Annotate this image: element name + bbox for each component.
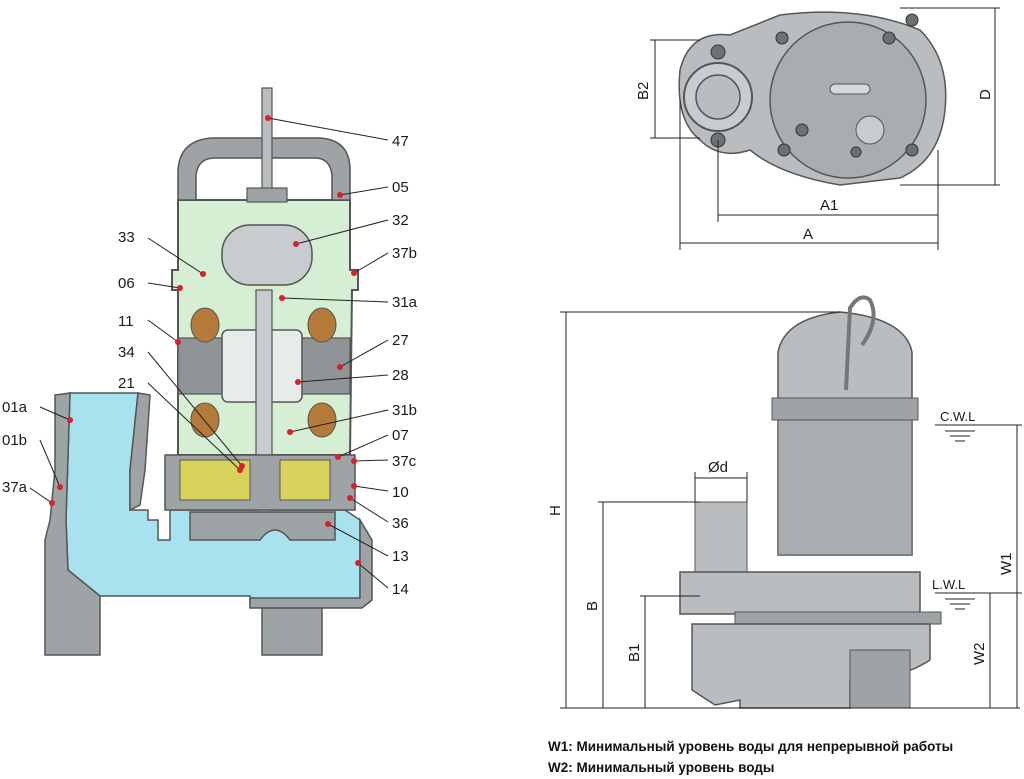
- part-label-11: 11: [118, 313, 134, 330]
- part-label-21: 21: [118, 375, 135, 392]
- impeller: [189, 511, 336, 541]
- leader-lines: [29, 117, 389, 589]
- part-label-32: 32: [392, 212, 409, 229]
- pump-head-side: [679, 571, 921, 615]
- part-label-28: 28: [392, 367, 409, 384]
- part-label-14: 14: [392, 581, 409, 598]
- coil-lower-right: [307, 402, 337, 438]
- dim-label-w2: W2: [971, 643, 988, 666]
- outlet-wall-right: [129, 392, 151, 512]
- motor-cover-top: [769, 21, 927, 179]
- water-level-cwl: C.W.L: [940, 409, 975, 424]
- discharge-bore-top: [695, 74, 741, 120]
- section-view: 47 05 32 33 37b 06 31a 11 27 34 28 21 31…: [2, 87, 418, 656]
- top-view: B2 D A1 A: [635, 7, 1000, 250]
- cable-loop: [844, 295, 876, 391]
- water-level-lwl: L.W.L: [932, 577, 965, 592]
- coil-lower-left: [190, 402, 220, 438]
- part-label-34: 34: [118, 344, 135, 361]
- flange-side: [734, 611, 942, 625]
- side-view-dimension-lines: [560, 311, 1022, 709]
- top-view-dimension-lines: [650, 7, 1000, 250]
- capacitor: [221, 224, 313, 286]
- dim-label-w1: W1: [998, 553, 1015, 576]
- motor-body-side: [777, 419, 913, 556]
- part-label-33: 33: [118, 229, 135, 246]
- part-label-37a: 37a: [2, 479, 28, 496]
- cable-entry-top: [855, 115, 885, 145]
- part-label-13: 13: [392, 548, 409, 565]
- dim-label-a1: A1: [820, 197, 838, 214]
- part-label-01b: 01b: [2, 432, 27, 449]
- cable-gland: [246, 187, 288, 203]
- part-label-06: 06: [118, 275, 135, 292]
- dim-label-od: Ød: [708, 459, 728, 476]
- volute-casing: [249, 517, 373, 609]
- discharge-pipe-side: [694, 501, 748, 573]
- part-label-31a: 31a: [392, 294, 418, 311]
- part-label-37b: 37b: [392, 245, 417, 262]
- dim-label-b2: B2: [635, 82, 652, 100]
- float-rod: [261, 87, 273, 199]
- part-label-31b: 31b: [392, 402, 417, 419]
- foot-side: [849, 649, 911, 709]
- base-foot: [261, 604, 323, 656]
- part-markers: [49, 115, 361, 566]
- side-view: H B B1 Ød W1 W2 C.W.L L.W.L: [547, 295, 1022, 709]
- part-label-07: 07: [392, 427, 409, 444]
- dim-label-d: D: [977, 89, 994, 100]
- coil-upper-left: [190, 307, 220, 343]
- dim-label-b1: B1: [626, 644, 643, 662]
- part-label-10: 10: [392, 484, 409, 501]
- part-label-01a: 01a: [2, 399, 28, 416]
- part-label-27: 27: [392, 332, 409, 349]
- dim-label-a: A: [803, 226, 813, 243]
- seal-pack-left: [179, 459, 251, 501]
- seal-pack-right: [279, 459, 331, 501]
- part-label-05: 05: [392, 179, 409, 196]
- motor-band: [771, 397, 919, 421]
- note-w2: W2: Минимальный уровень воды: [548, 760, 775, 775]
- dim-label-h: H: [547, 505, 564, 516]
- part-label-47: 47: [392, 133, 409, 150]
- dim-label-b: B: [584, 601, 601, 611]
- bolt-holes-top: [710, 13, 919, 158]
- coil-upper-right: [307, 307, 337, 343]
- part-label-37c: 37c: [392, 453, 417, 470]
- note-w1: W1: Минимальный уровень воды для непреры…: [548, 739, 954, 754]
- cover-slot: [829, 83, 871, 95]
- handle: [177, 137, 351, 201]
- part-label-36: 36: [392, 515, 409, 532]
